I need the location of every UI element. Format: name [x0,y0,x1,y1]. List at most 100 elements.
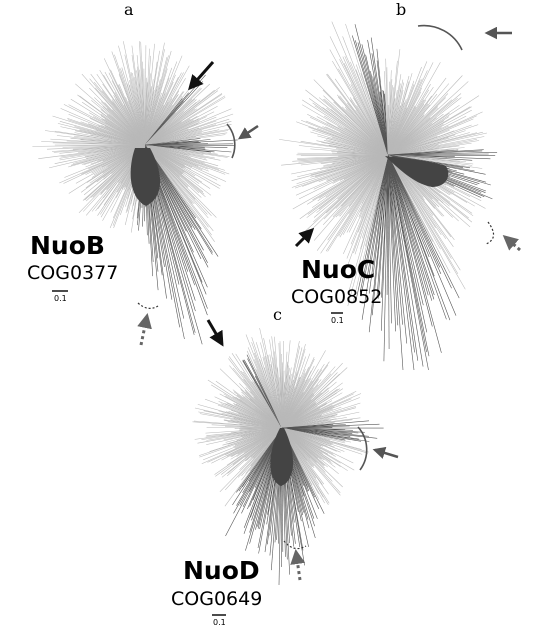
tree-branch [387,154,447,320]
cog-id-c: COG0649 [171,588,262,610]
gene-name-b: NuoC [301,255,375,284]
tree-branch [144,144,209,228]
tree-branch [144,144,230,175]
tree-branch [281,393,354,429]
tree-branch [123,41,146,146]
dotted-arc-a [137,302,159,309]
tree-branch [387,154,430,258]
tree-branch [300,154,389,236]
tree-branch [41,141,146,146]
tree-branch [246,354,283,429]
tree-branch [359,154,389,293]
tree-branch [365,154,389,247]
tree-branch [320,154,389,254]
tree-branch [376,154,389,299]
tree-branch [281,427,333,429]
tree-branch [307,114,389,156]
tree-branch [232,427,283,506]
tree-branch [387,154,404,371]
dotted-arc-b [485,221,495,245]
tree-branch [144,143,234,146]
tree-branch [387,154,424,367]
tree-branch [291,154,389,175]
tree-branch [387,75,463,156]
tree-branch [366,154,389,280]
tree-branch [348,154,389,233]
tree-branch [361,154,389,239]
tree-branch [144,144,219,257]
tree-branch [387,154,457,316]
tree-branch [387,154,396,332]
tree-branch [347,154,389,307]
solid-arrow-c [206,319,224,347]
tree-branch [387,154,392,324]
cog-id-b: COG0852 [291,286,382,308]
tree-branch [387,154,442,353]
panel-c: c NuoD COG0649 0.1 [171,305,399,627]
tree-branch [209,427,283,452]
tree-branch [306,154,389,218]
tree-branch [143,68,146,146]
tree-branch [144,144,215,242]
tree-branch [96,73,146,146]
tree-branch [331,21,389,156]
tree-branch [387,154,442,275]
tree-branch [355,40,389,156]
tree-branch [387,154,424,306]
tree-branch [387,154,429,296]
tree-branch [281,388,340,429]
tree-branch [387,154,415,371]
tree-branch [339,154,389,238]
tree-branch [347,154,389,265]
tree-branch [75,144,146,184]
tree-branch [144,72,182,146]
clade-bracket-c [357,426,368,471]
tree-branch [387,154,415,353]
tree-branch [342,56,389,156]
tree-branch [291,154,389,188]
tree-branch [281,407,357,429]
tree-branch [269,354,283,429]
tree-branch [281,381,337,429]
tree-branch [59,144,146,184]
dotted-arrow-c [290,549,306,581]
tree-branch [387,124,472,156]
tree-branch [259,327,283,429]
tree-branch [387,154,473,161]
scale-label-c: 0.1 [213,618,226,627]
tree-branch [368,154,389,294]
tree-branch [354,154,389,255]
tree-branch [387,154,452,259]
scale-label-a: 0.1 [54,294,67,303]
tree-branch [387,154,433,301]
tree-branch [144,144,209,219]
tree-branch [368,154,389,333]
tree-branch [387,154,399,326]
tree-branch [211,424,283,429]
root-blob-c [270,428,294,486]
tree-branch [387,81,469,156]
tree-branch [370,37,389,156]
tree-branch [387,154,433,327]
tree-branch [387,154,473,166]
tree-branch [367,39,389,156]
tree-branch [343,154,389,255]
panel-b: b NuoC COG0852 0.1 [279,0,521,371]
tree-branch [387,154,451,321]
tree-branch [327,73,389,156]
tree-branch [387,154,466,290]
tree-branch [387,154,408,344]
tree-branch [387,97,458,156]
root-blob-a [130,148,161,206]
tree-branch [387,154,460,299]
cog-id-a: COG0377 [27,262,118,284]
panel-c-letter: c [273,305,282,324]
tree-branch [324,98,389,156]
tree-branch [313,79,389,156]
tree-branch [361,154,389,320]
dotted-arrow-b [502,235,521,252]
tree-branch [144,144,217,218]
tree-branch [387,106,472,156]
dotted-arc-c [283,540,307,550]
